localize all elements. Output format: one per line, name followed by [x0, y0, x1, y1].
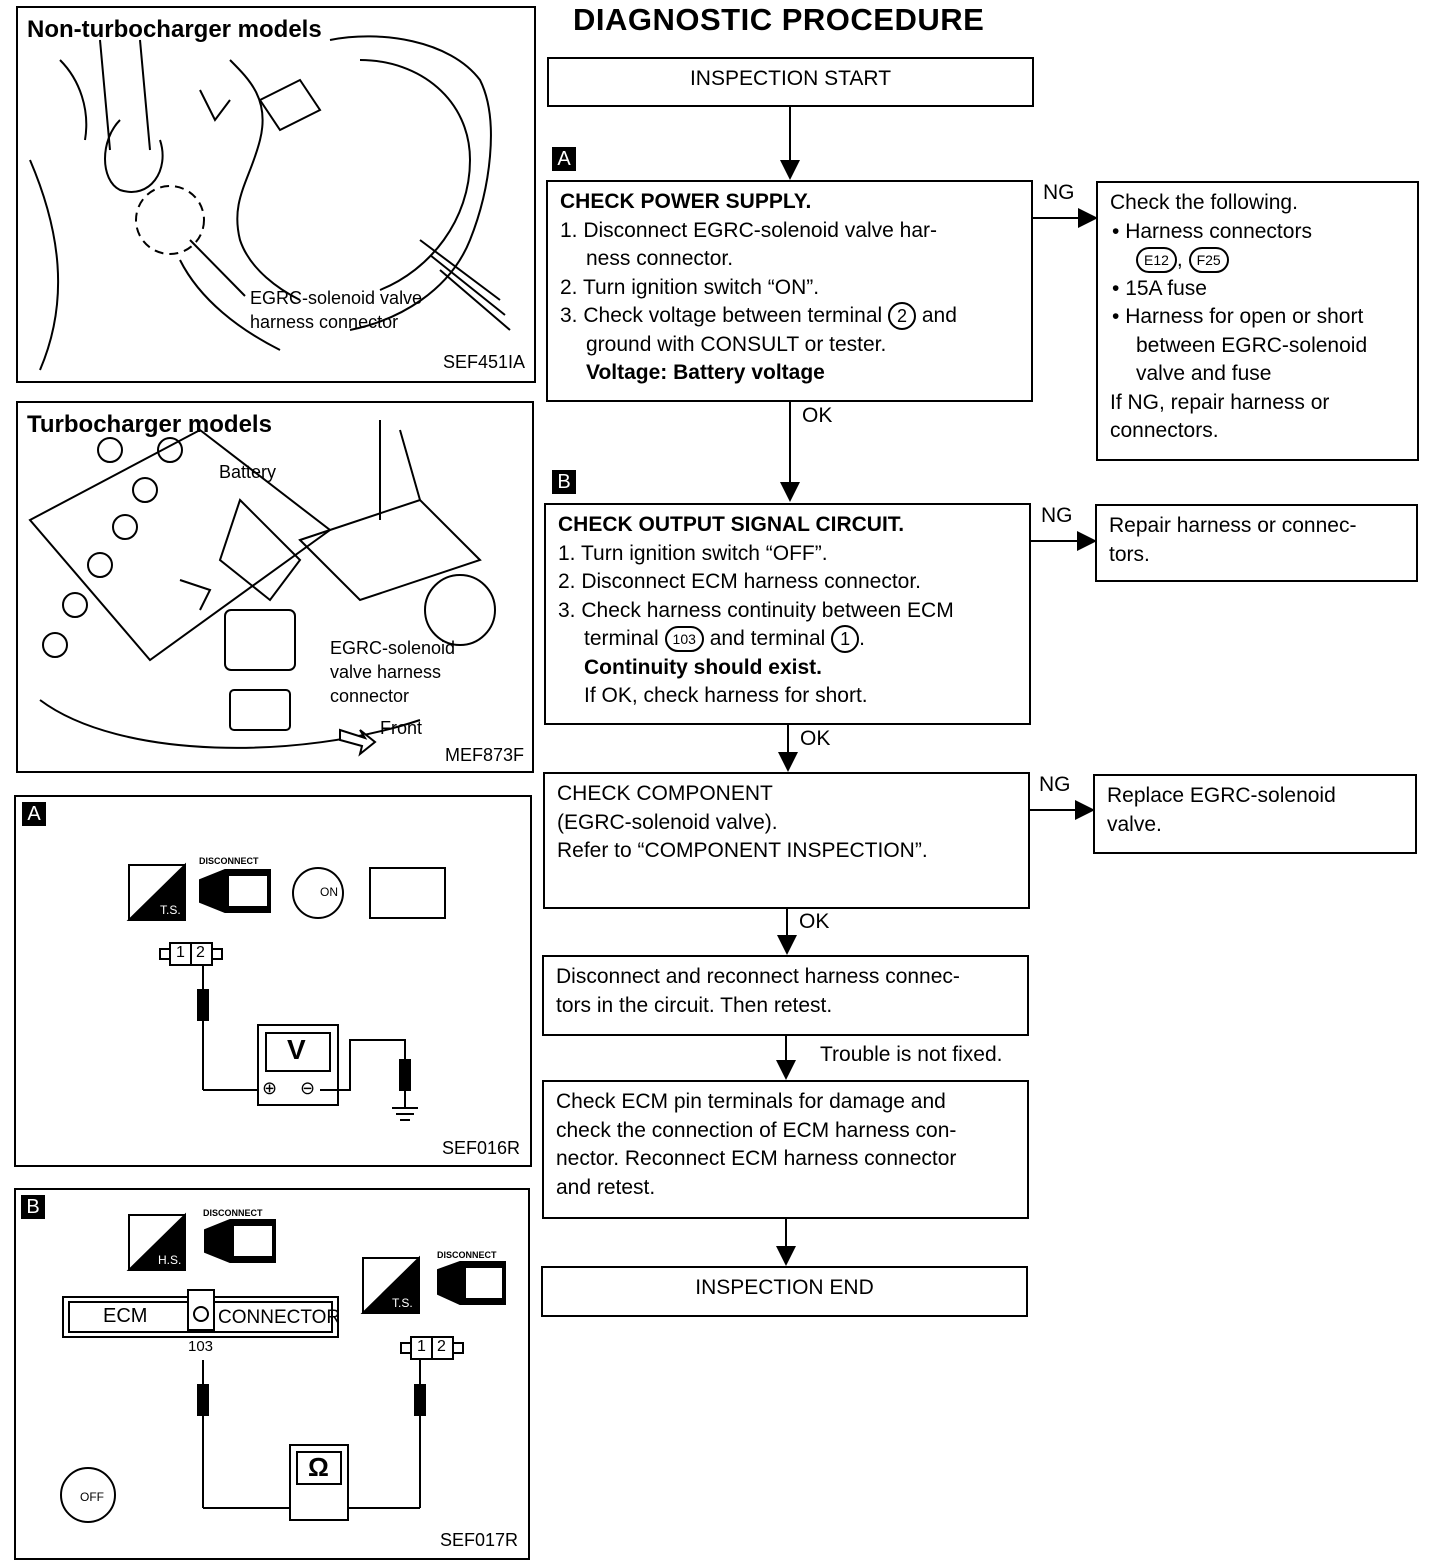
connector-e12-badge: E12 [1136, 247, 1177, 274]
non-turbo-figure-code: SEF451IA [443, 352, 526, 372]
ng-label-3: NG [1039, 773, 1071, 796]
terminal-2-badge: 2 [888, 302, 917, 331]
figure-a-tag: A [22, 802, 46, 826]
terminal-1-badge: 1 [831, 625, 860, 654]
connector-pin-1-b: 1 [417, 1338, 426, 1355]
ng-label-2: NG [1041, 504, 1073, 527]
inspection-start-box: INSPECTION START [547, 57, 1034, 107]
connector-label: CONNECTOR [218, 1307, 341, 1328]
disconnect-label-a: DISCONNECT [199, 856, 259, 866]
non-turbo-title: Non-turbocharger models [27, 16, 322, 43]
voltmeter-plus: ⊕ [262, 1078, 278, 1098]
ng-label-1: NG [1043, 181, 1075, 204]
non-turbo-callout: EGRC-solenoid valve harness connector [250, 288, 423, 332]
ts-label-a: T.S. [160, 903, 181, 917]
connector-f25-badge: F25 [1188, 247, 1229, 274]
connector-pin-2-b: 2 [437, 1338, 446, 1355]
connector-pin-1-a: 1 [176, 944, 185, 961]
check-ecm-pins-box: Check ECM pin terminals for damage and c… [542, 1080, 1029, 1219]
flow-tag-a: A [552, 147, 576, 171]
ignition-off-icon: OFF [80, 1490, 104, 1504]
front-label: Front [380, 718, 423, 738]
page-title: DIAGNOSTIC PROCEDURE [573, 2, 985, 37]
component-ng-box: Replace EGRC-solenoid valve. [1093, 774, 1417, 854]
figure-a-code: SEF016R [442, 1138, 521, 1158]
ohmmeter-label: Ω [308, 1452, 329, 1482]
disconnect-label-b1: DISCONNECT [203, 1208, 263, 1218]
figure-a-schematic [126, 862, 446, 1121]
figure-a [14, 795, 532, 1167]
ecm-label: ECM [103, 1305, 148, 1327]
ts-label-b: T.S. [392, 1296, 413, 1310]
figure-b-tag: B [21, 1195, 45, 1219]
figure-b-code: SEF017R [440, 1530, 519, 1550]
disconnect-label-b2: DISCONNECT [437, 1250, 497, 1260]
trouble-not-fixed-label: Trouble is not fixed. [820, 1043, 1003, 1066]
figure-b-schematic [60, 1212, 506, 1523]
hs-label: H.S. [158, 1253, 182, 1267]
ok-label-2: OK [800, 727, 831, 750]
output-signal-ng-box: Repair harness or connec- tors. [1095, 504, 1418, 582]
reconnect-harness-box: Disconnect and reconnect harness connec-… [542, 955, 1029, 1036]
flow-tag-b: B [552, 470, 576, 494]
check-component-box: CHECK COMPONENT (EGRC-solenoid valve). R… [543, 772, 1030, 909]
inspection-end-box: INSPECTION END [541, 1266, 1028, 1317]
ok-label-3: OK [799, 910, 830, 933]
terminal-103-badge: 103 [664, 626, 704, 653]
connector-pin-2-a: 2 [196, 944, 205, 961]
turbo-figure-code: MEF873F [445, 745, 525, 765]
power-supply-ng-box: Check the following. • Harness connector… [1096, 181, 1419, 461]
terminal-103-label: 103 [188, 1338, 214, 1355]
voltmeter-label: V [287, 1034, 306, 1065]
turbo-callout: EGRC-solenoid valve harness connector [330, 638, 456, 706]
voltmeter-minus: ⊖ [300, 1078, 316, 1098]
figure-turbo [16, 401, 534, 773]
check-output-signal-box: CHECK OUTPUT SIGNAL CIRCUIT. 1. Turn ign… [544, 503, 1031, 725]
battery-label: Battery [219, 462, 277, 482]
check-power-supply-box: CHECK POWER SUPPLY. 1. Disconnect EGRC-s… [546, 180, 1033, 402]
ignition-on-icon: ON [320, 885, 338, 899]
turbo-title: Turbocharger models [27, 411, 272, 438]
turbo-engine-sketch [28, 420, 496, 757]
ok-label-1: OK [802, 404, 833, 427]
flow-connectors [776, 107, 1098, 1266]
non-turbo-engine-sketch [29, 35, 511, 371]
